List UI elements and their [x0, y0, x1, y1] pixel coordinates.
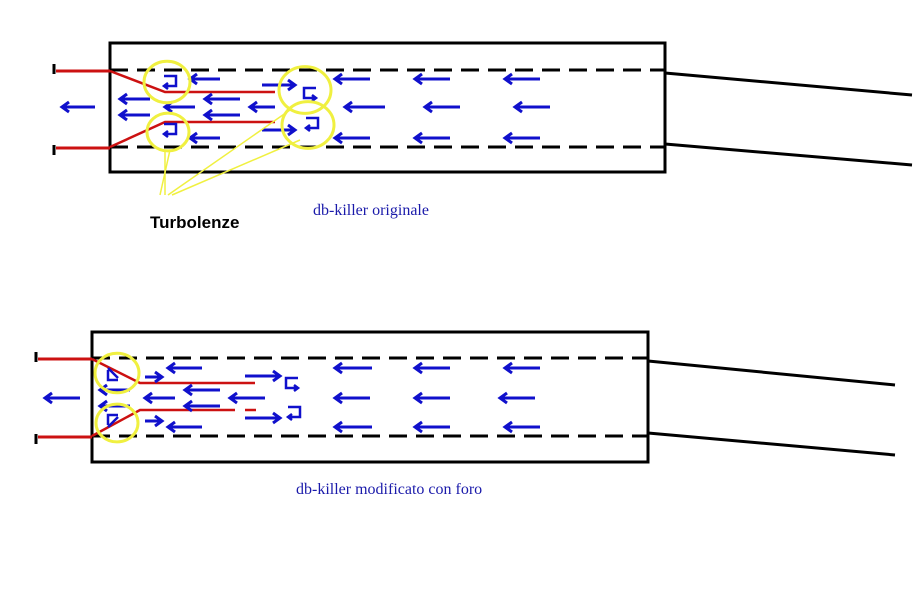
outlet-pipe-bottom: [647, 431, 896, 457]
swirl-icon: [161, 122, 178, 138]
turbulence-highlight: [93, 351, 141, 395]
flow-arrow-icon: [187, 131, 220, 145]
flow-arrow-icon: [332, 420, 372, 434]
flow-arrow-icon: [247, 100, 275, 114]
outlet-pipe-top: [647, 359, 896, 387]
turbulence-highlight: [280, 100, 336, 150]
flow-arrow-icon: [145, 370, 165, 384]
flow-arrow-icon: [412, 361, 450, 375]
turbulence-highlight: [145, 111, 191, 153]
pointer-line: [167, 109, 291, 196]
flow-arrow-icon: [182, 399, 220, 413]
muffler-body: [108, 41, 667, 174]
turbulence-highlight: [142, 59, 192, 105]
flow-arrow-icon: [412, 131, 450, 145]
baffle-top: [109, 69, 275, 94]
modified-caption: db-killer modificato con foro: [296, 481, 483, 498]
flow-arrow-icon: [202, 92, 240, 106]
flow-arrow-icon: [412, 72, 450, 86]
flow-arrow-icon: [245, 369, 283, 383]
flow-arrow-icon: [117, 92, 150, 106]
flow-arrow-icon: [512, 100, 550, 114]
flow-arrow-icon: [502, 420, 540, 434]
swirl-icon: [161, 74, 178, 90]
swirl-icon: [284, 376, 301, 392]
flow-arrow-icon: [262, 123, 298, 137]
turbulence-highlight: [277, 65, 333, 115]
flow-arrow-icon: [59, 100, 95, 114]
flow-arrow-icon: [412, 420, 450, 434]
flow-arrow-icon: [187, 72, 220, 86]
baffle-top: [91, 357, 255, 385]
flow-arrow-icon: [165, 361, 202, 375]
pointer-line: [171, 139, 301, 196]
original-caption: db-killer originale: [313, 202, 429, 219]
baffle-bottom: [109, 120, 275, 149]
swirl-icon: [303, 116, 320, 132]
flow-arrow-icon: [332, 131, 370, 145]
flow-arrow-icon: [245, 411, 283, 425]
flow-arrow-icon: [422, 100, 460, 114]
flow-arrow-icon: [502, 131, 540, 145]
flow-arrow-icon: [332, 72, 370, 86]
flow-arrow-icon: [117, 108, 150, 122]
flow-arrow-icon: [227, 391, 265, 405]
flow-arrow-icon: [42, 391, 80, 405]
turbulence-highlight: [94, 402, 140, 444]
diverted-flow-icon: [106, 367, 119, 382]
flow-arrow-icon: [202, 108, 240, 122]
flow-arrow-icon: [502, 361, 540, 375]
flow-arrow-icon: [142, 391, 175, 405]
flow-arrow-icon: [182, 383, 220, 397]
swirl-icon: [302, 86, 319, 102]
flow-arrow-icon: [165, 420, 202, 434]
flow-arrow-icon: [502, 72, 540, 86]
swirl-icon: [285, 405, 302, 421]
flow-arrow-icon: [497, 391, 535, 405]
flow-arrow-icon: [342, 100, 385, 114]
outlet-pipe-bottom: [664, 142, 913, 167]
muffler-body: [90, 330, 650, 464]
flow-arrow-icon: [412, 391, 450, 405]
flow-arrow-icon: [332, 361, 372, 375]
diverted-flow-icon: [106, 413, 119, 428]
flow-arrow-icon: [332, 391, 370, 405]
baffle-bottom: [91, 408, 235, 438]
outlet-pipe-top: [664, 71, 913, 97]
turbulence-label: Turbolenze: [150, 213, 240, 232]
flow-arrow-icon: [145, 414, 165, 428]
